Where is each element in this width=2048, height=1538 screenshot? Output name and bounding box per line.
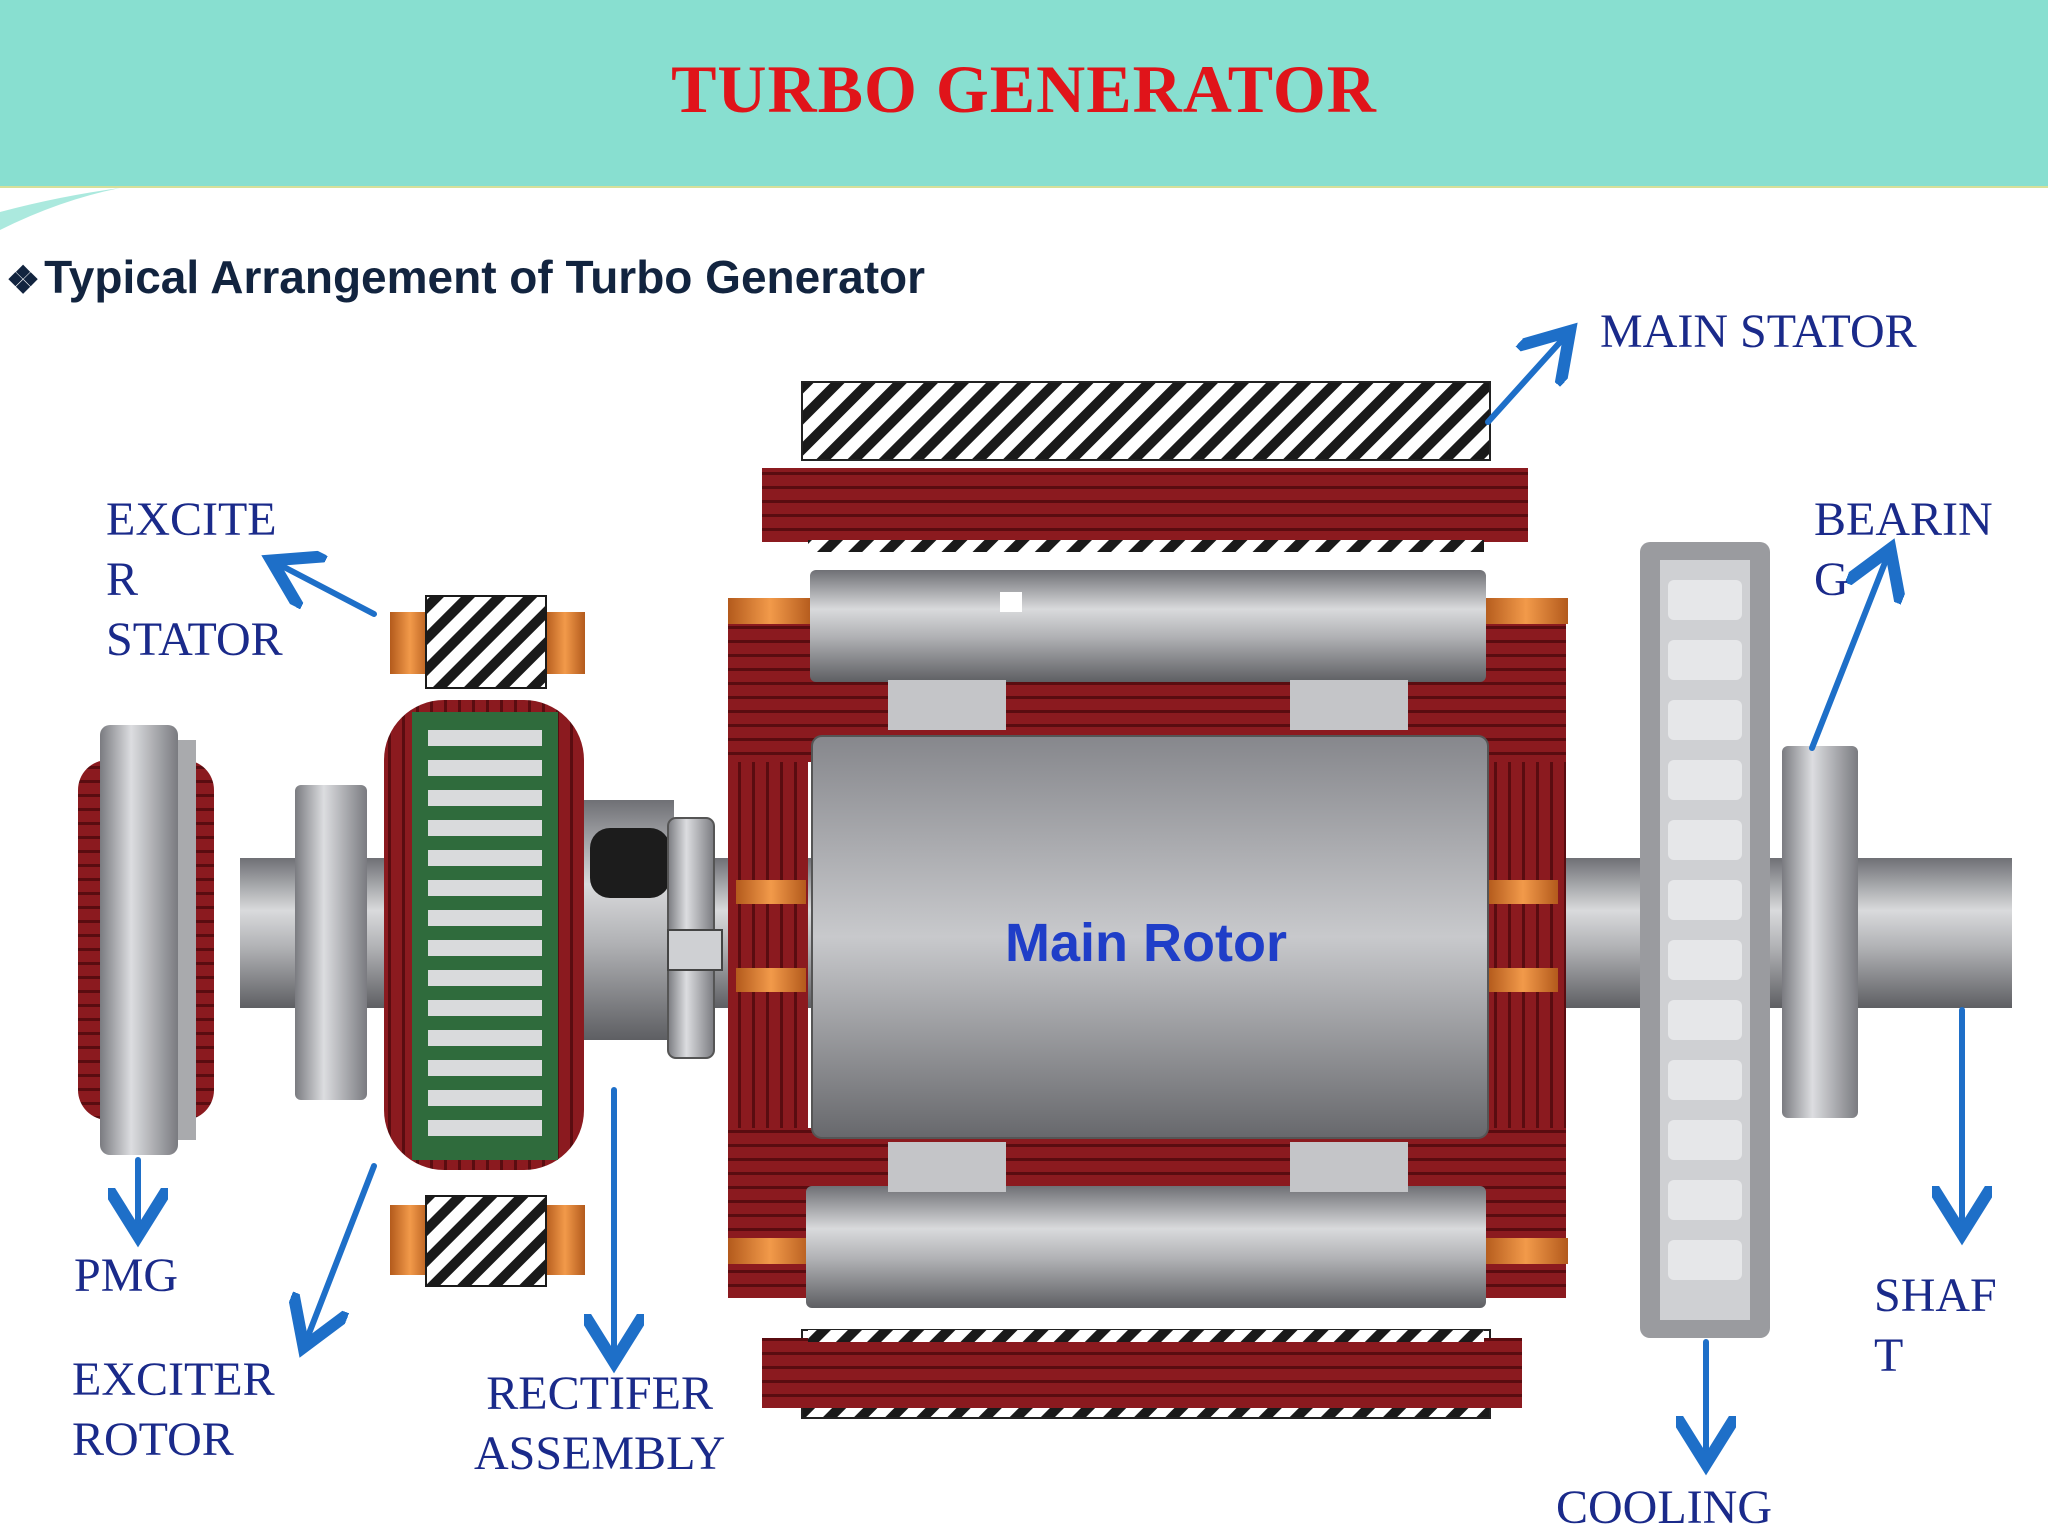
bearing-label: BEARIN G: [1814, 493, 1993, 606]
cooling-label: COOLING: [1556, 1481, 1772, 1534]
rectifier-assembly-label: RECTIFER ASSEMBLY: [474, 1367, 726, 1480]
cooling-fan: [1640, 542, 1770, 1338]
arrow-exciter-stator: [282, 566, 377, 617]
arrow-main-stator: [1485, 340, 1562, 425]
exciter-rotor-label: EXCITER ROTOR: [72, 1353, 275, 1466]
rectifier-assembly: [584, 800, 723, 1059]
exciter-rotor: [384, 700, 584, 1170]
diamond-bullet-icon: ❖: [6, 260, 41, 302]
arrow-exciter-rotor: [308, 1163, 377, 1336]
pole-top: [810, 570, 1486, 682]
subtitle-text: Typical Arrangement of Turbo Generator: [44, 251, 926, 303]
shaft-label: SHAF T: [1874, 1269, 1997, 1382]
title-banner: TURBO GENERATOR: [0, 0, 2048, 188]
pmg-label: PMG: [74, 1249, 179, 1302]
page-title: TURBO GENERATOR: [671, 51, 1377, 127]
pmg: [78, 725, 214, 1155]
stator-winding-bottom: [762, 1338, 1522, 1408]
pole-bottom: [806, 1186, 1486, 1308]
main-rotor: [811, 735, 1489, 1139]
main-stator-label: MAIN STATOR: [1600, 305, 1917, 358]
shaft-collar: [295, 785, 367, 1100]
slide-swoosh: [0, 188, 120, 230]
stator-winding-top: [762, 468, 1528, 542]
subtitle: ❖Typical Arrangement of Turbo Generator: [6, 250, 925, 304]
main-rotor-label: Main Rotor: [1005, 913, 1287, 973]
bearing: [1782, 746, 1858, 1118]
exciter-stator-label: EXCITE R STATOR: [106, 493, 283, 666]
arrow-bearing: [1809, 560, 1886, 751]
main-stator-top: [801, 381, 1491, 461]
exciter-stator: [390, 595, 585, 1287]
